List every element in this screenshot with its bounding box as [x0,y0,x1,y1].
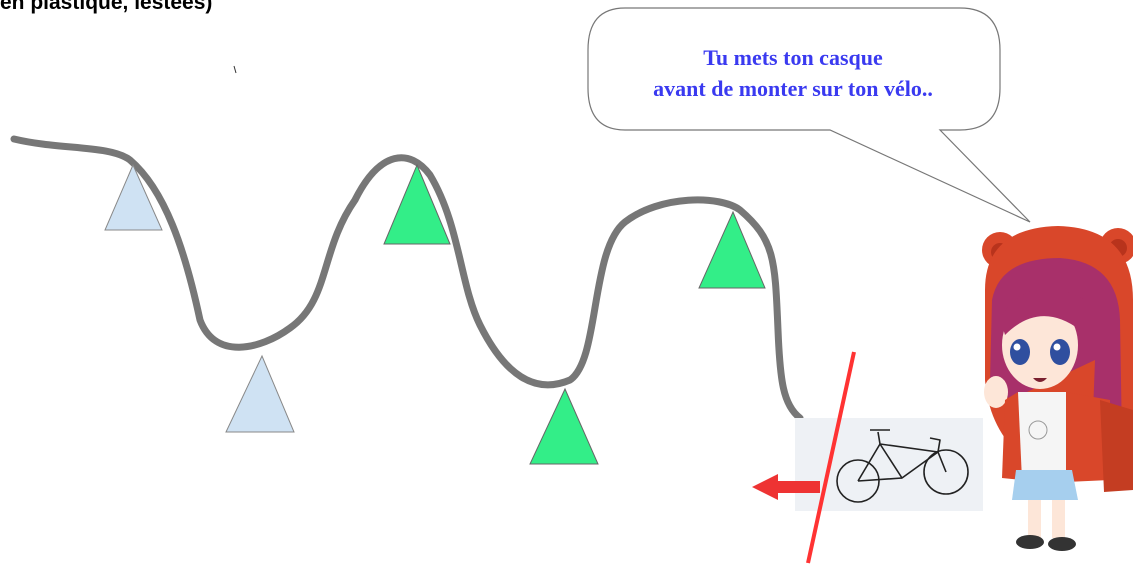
speech-bubble-line-2: avant de monter sur ton vélo.. [653,76,933,101]
stop-line [806,351,856,564]
speech-bubble [587,7,1031,223]
cone-green-1 [383,163,451,245]
cone-blue-2 [225,354,295,433]
girl-in-bear-hood-character [982,226,1133,551]
speech-bubble-line-1: Tu mets ton casque [703,45,883,70]
cone-blue-1 [104,163,163,231]
cone-green-2 [529,387,599,465]
stray-mark [233,65,237,74]
heading-text: en plastique, lestées) [0,0,213,14]
bicycle-icon [795,418,983,511]
cone-green-3 [698,210,766,289]
speech-bubble-text: Tu mets ton casque avant de monter sur t… [590,42,996,104]
arrow-left-icon [752,474,820,500]
slalom-path [10,135,804,422]
